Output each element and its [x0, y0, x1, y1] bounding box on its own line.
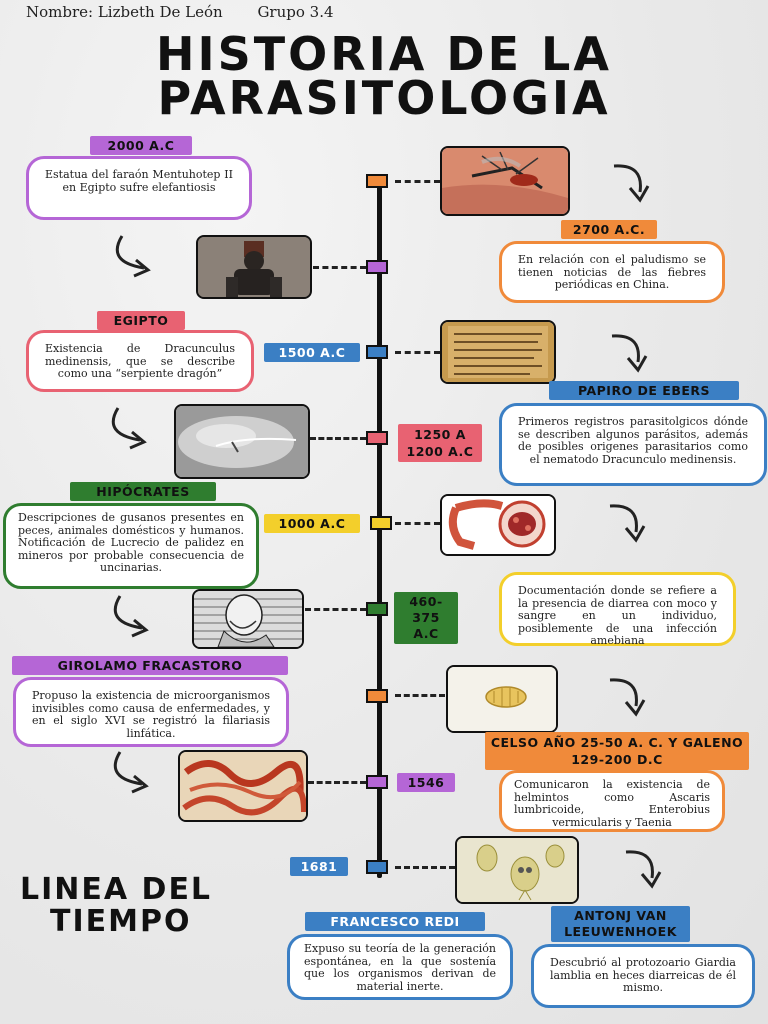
worm-extraction-image [174, 404, 310, 479]
page-title-line1: HISTORIA DE LA [156, 27, 612, 81]
connector-dash [395, 180, 440, 183]
curved-arrow-icon [113, 751, 149, 794]
curved-arrow-icon [115, 235, 151, 278]
event-label-460-375ac: 460-375 A.C [394, 592, 458, 644]
timeline-node [370, 516, 392, 530]
curved-arrow-icon [113, 595, 149, 638]
curved-arrow-icon [111, 407, 147, 450]
event-label-hipocrates: HIPÓCRATES [70, 482, 216, 501]
giardia-image [455, 836, 579, 904]
papyrus-image [440, 320, 556, 384]
event-label-antonj-van-leeuwenhoek: ANTONJ VAN LEEUWENHOEK [551, 906, 690, 942]
timeline-node [366, 860, 388, 874]
page-title-line2: PARASITOLOGIA [157, 71, 611, 125]
event-text-460-375ac: Documentación donde se refiere a la pres… [499, 572, 736, 647]
event-text-egipto: Existencia de Dracunculus medinensis, qu… [26, 330, 254, 392]
connector-dash [395, 866, 455, 869]
filaria-image [178, 750, 308, 822]
timeline-node [366, 345, 388, 359]
connector-dash [313, 266, 366, 269]
event-label-2700ac: 2700 A.C. [561, 220, 657, 239]
connector-dash [305, 608, 366, 611]
group-name: Grupo 3.4 [257, 3, 334, 21]
event-label-1681: 1681 [290, 857, 348, 876]
curved-arrow-icon [609, 504, 646, 543]
event-text-celso-galeno: Comunicaron la existencia de helmintos c… [499, 770, 725, 832]
event-text-2700ac: En relación con el paludismo se tienen n… [499, 241, 725, 303]
timeline-node [366, 431, 388, 445]
connector-dash [310, 437, 366, 440]
mosquito-image [440, 146, 570, 216]
intestine-image [440, 494, 556, 556]
timeline-title: LINEA DEL TIEMPO [20, 874, 212, 938]
event-text-2000ac: Estatua del faraón Mentuhotep II en Egip… [26, 156, 252, 220]
parasite-egg-image [446, 665, 558, 733]
event-label-1500ac: 1500 A.C [264, 343, 360, 362]
author-name: Nombre: Lizbeth De León [26, 3, 223, 21]
timeline-node [366, 260, 388, 274]
timeline-node [366, 689, 388, 703]
curved-arrow-icon [625, 850, 662, 889]
event-label-1250-1200ac-text: 1250 A 1200 A.C [406, 427, 474, 459]
hippocrates-image [192, 589, 304, 649]
curved-arrow-icon [613, 164, 650, 203]
event-label-2000ac: 2000 A.C [90, 136, 192, 155]
event-text-girolamo-fracastoro: Propuso la existencia de microorganismos… [13, 677, 289, 747]
event-label-1546: 1546 [397, 773, 455, 792]
author-header: Nombre: Lizbeth De León Grupo 3.4 [26, 3, 334, 21]
event-label-1250-1200ac: 1250 A 1200 A.C [398, 424, 482, 462]
timeline-title-line2: TIEMPO [50, 904, 192, 939]
timeline-node [366, 174, 388, 188]
event-label-girolamo-fracastoro: GIROLAMO FRACASTORO [12, 656, 288, 675]
statue-image [196, 235, 312, 299]
event-text-hipocrates: Descripciones de gusanos presentes en pe… [3, 503, 259, 589]
connector-dash [395, 522, 440, 525]
curved-arrow-icon [609, 678, 646, 717]
connector-dash [395, 351, 440, 354]
timeline-title-line1: LINEA DEL [20, 872, 213, 907]
event-label-egipto: EGIPTO [97, 311, 185, 330]
timeline-node [366, 602, 388, 616]
event-label-papiro-de-ebers: PAPIRO DE EBERS [549, 381, 739, 400]
event-label-francesco-redi: FRANCESCO REDI [305, 912, 485, 931]
event-text-papiro-de-ebers: Primeros registros parasitolgicos dónde … [499, 403, 767, 486]
event-text-antonj-van-leeuwenhoek: Descubrió al protozoario Giardia lamblia… [531, 944, 755, 1008]
event-text-francesco-redi: Expuso su teoría de la generación espont… [287, 934, 513, 1000]
timeline-node [366, 775, 388, 789]
curved-arrow-icon [611, 334, 648, 373]
event-label-celso-galeno: CELSO AÑO 25-50 A. C. Y GALENO 129-200 D… [485, 732, 749, 770]
event-label-1000ac: 1000 A.C [264, 514, 360, 533]
connector-dash [395, 694, 445, 697]
connector-dash [308, 781, 366, 784]
